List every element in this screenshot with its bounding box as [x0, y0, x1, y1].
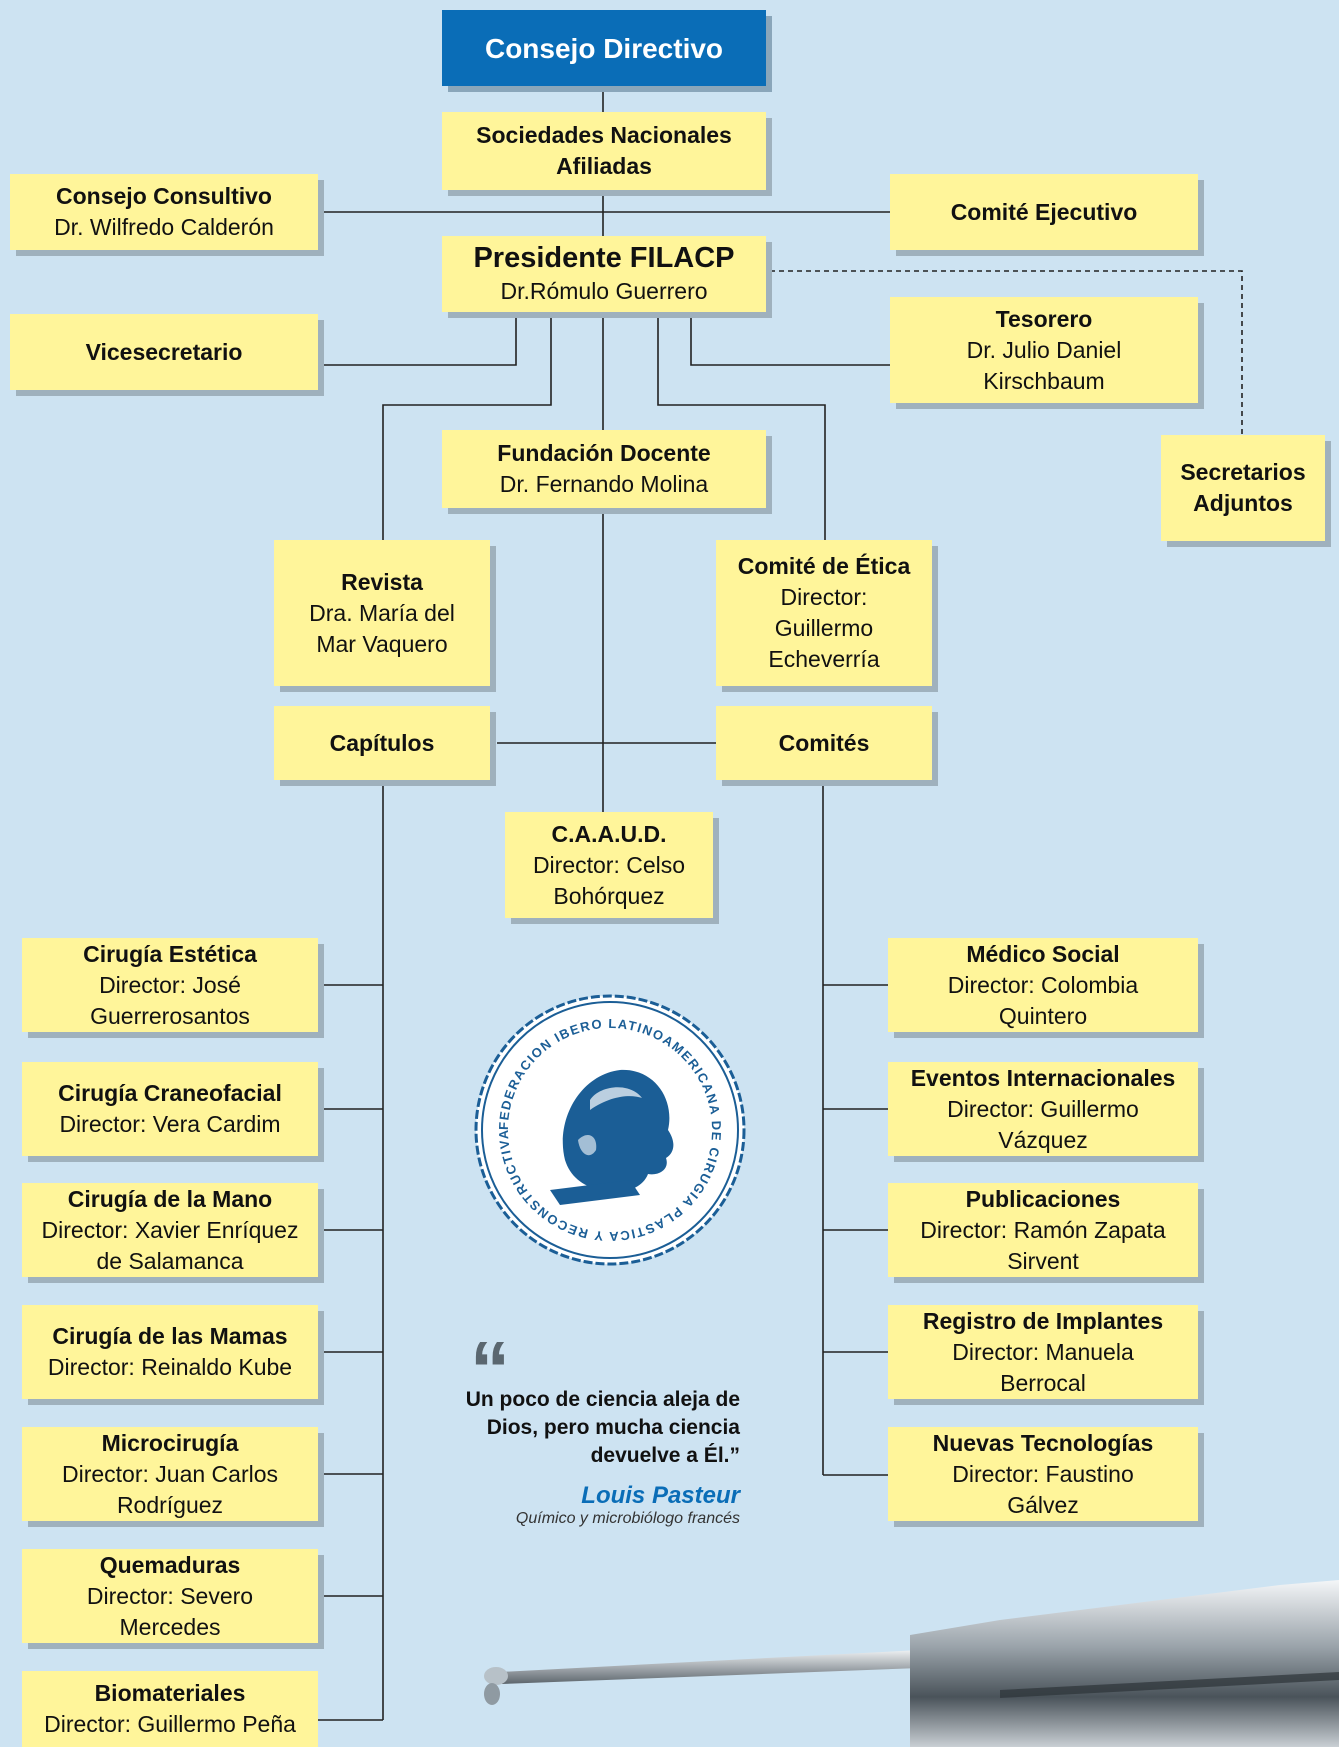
consejo-directivo-title: Consejo Directivo: [484, 32, 724, 64]
eventos-internacionales-name: Director: Guillermo Vázquez: [947, 1095, 1139, 1153]
consejo-directivo-box: Consejo Directivo: [442, 10, 766, 86]
comite-etica-name: Director: Guillermo Echeverría: [768, 584, 880, 672]
capitulos-title: Capítulos: [329, 729, 435, 756]
publicaciones-box: Publicaciones Director: Ramón Zapata Sir…: [888, 1183, 1198, 1277]
cirugia-craneofacial-box: Cirugía Craneofacial Director: Vera Card…: [22, 1062, 318, 1156]
medico-social-name: Director: Colombia Quintero: [947, 971, 1139, 1029]
quemaduras-box: Quemaduras Director: Severo Mercedes: [22, 1549, 318, 1643]
vicesecretario-box: Vicesecretario: [10, 314, 318, 390]
revista-title: Revista: [341, 568, 423, 595]
filacp-seal-logo: FEDERACION IBERO LATINOAMERICANA DE CIRU…: [470, 990, 746, 1266]
revista-box: Revista Dra. María del Mar Vaquero: [274, 540, 490, 686]
quote-author-description: Químico y microbiólogo francés: [515, 1510, 740, 1527]
vicesecretario-title: Vicesecretario: [85, 338, 243, 365]
biomateriales-name: Director: Guillermo Peña: [44, 1711, 296, 1737]
cirugia-mano-name: Director: Xavier Enríquez de Salamanca: [41, 1216, 299, 1274]
cirugia-craneofacial-title: Cirugía Craneofacial: [58, 1080, 282, 1106]
cirugia-mano-title: Cirugía de la Mano: [67, 1185, 273, 1212]
secretarios-adjuntos-box: Secretarios Adjuntos: [1161, 435, 1325, 541]
caaud-title: C.A.A.U.D.: [551, 820, 667, 847]
presidente-box: Presidente FILACP Dr.Rómulo Guerrero: [442, 236, 766, 312]
consejo-consultivo-name: Dr. Wilfredo Calderón: [54, 214, 274, 240]
caaud-box: C.A.A.U.D. Director: Celso Bohórquez: [505, 812, 713, 918]
revista-name: Dra. María del Mar Vaquero: [309, 599, 455, 657]
eventos-internacionales-title: Eventos Internacionales: [910, 1064, 1176, 1091]
sociedades-title: Sociedades Nacionales Afiliadas: [476, 122, 732, 179]
quote-author: Louis Pasteur: [581, 1482, 740, 1509]
biomateriales-box: Biomateriales Director: Guillermo Peña: [22, 1671, 318, 1747]
presidente-name: Dr.Rómulo Guerrero: [500, 278, 708, 304]
secretarios-adjuntos-title: Secretarios Adjuntos: [1180, 459, 1306, 516]
quote-mark-icon: “: [470, 1325, 510, 1414]
comite-etica-title: Comité de Ética: [737, 553, 911, 579]
tesorero-title: Tesorero: [995, 305, 1093, 332]
publicaciones-name: Director: Ramón Zapata Sirvent: [920, 1216, 1166, 1274]
cirugia-craneofacial-name: Director: Vera Cardim: [59, 1111, 281, 1137]
registro-implantes-name: Director: Manuela Berrocal: [952, 1338, 1134, 1396]
quemaduras-name: Director: Severo Mercedes: [86, 1582, 254, 1640]
registro-implantes-title: Registro de Implantes: [922, 1307, 1164, 1334]
biomateriales-title: Biomateriales: [94, 1680, 246, 1706]
cirugia-estetica-name: Director: José Guerrerosantos: [90, 971, 250, 1029]
microcirugia-box: Microcirugía Director: Juan Carlos Rodrí…: [22, 1427, 318, 1521]
microcirugia-title: Microcirugía: [101, 1429, 239, 1456]
presidente-title: Presidente FILACP: [473, 242, 735, 274]
comites-box: Comités: [716, 706, 932, 780]
registro-implantes-box: Registro de Implantes Director: Manuela …: [888, 1305, 1198, 1399]
cirugia-mamas-title: Cirugía de las Mamas: [52, 1323, 288, 1349]
cirugia-mano-box: Cirugía de la Mano Director: Xavier Enrí…: [22, 1183, 318, 1277]
eventos-internacionales-box: Eventos Internacionales Director: Guille…: [888, 1062, 1198, 1156]
comite-ejecutivo-box: Comité Ejecutivo: [890, 174, 1198, 250]
caaud-name: Director: Celso Bohórquez: [532, 851, 686, 909]
quote-text: Un poco de ciencia aleja de Dios, pero m…: [465, 1388, 740, 1467]
consejo-consultivo-box: Consejo Consultivo Dr. Wilfredo Calderón: [10, 174, 318, 250]
tesorero-name: Dr. Julio Daniel Kirschbaum: [966, 336, 1122, 394]
comites-title: Comités: [778, 729, 870, 756]
publicaciones-title: Publicaciones: [965, 1185, 1121, 1212]
microcirugia-name: Director: Juan Carlos Rodríguez: [61, 1460, 279, 1518]
tesorero-box: Tesorero Dr. Julio Daniel Kirschbaum: [890, 297, 1198, 403]
medico-social-title: Médico Social: [966, 940, 1120, 967]
comite-etica-box: Comité de Ética Director: Guillermo Eche…: [716, 540, 932, 686]
fundacion-docente-title: Fundación Docente: [497, 440, 711, 466]
nuevas-tecnologias-name: Director: Faustino Gálvez: [952, 1460, 1134, 1518]
quemaduras-title: Quemaduras: [99, 1551, 241, 1578]
cirugia-estetica-title: Cirugía Estética: [83, 940, 257, 967]
cirugia-estetica-box: Cirugía Estética Director: José Guerrero…: [22, 938, 318, 1032]
consejo-consultivo-title: Consejo Consultivo: [56, 183, 272, 209]
classical-head-icon: [550, 1069, 674, 1205]
nuevas-tecnologias-box: Nuevas Tecnologías Director: Faustino Gá…: [888, 1427, 1198, 1521]
cirugia-mamas-name: Director: Reinaldo Kube: [47, 1354, 293, 1380]
sociedades-box: Sociedades Nacionales Afiliadas: [442, 112, 766, 190]
medico-social-box: Médico Social Director: Colombia Quinter…: [888, 938, 1198, 1032]
fundacion-docente-box: Fundación Docente Dr. Fernando Molina: [442, 430, 766, 508]
syringe-icon: [484, 1580, 1339, 1747]
comite-ejecutivo-title: Comité Ejecutivo: [950, 198, 1138, 225]
cirugia-mamas-box: Cirugía de las Mamas Director: Reinaldo …: [22, 1305, 318, 1399]
capitulos-box: Capítulos: [274, 706, 490, 780]
fundacion-docente-name: Dr. Fernando Molina: [499, 471, 709, 497]
nuevas-tecnologias-title: Nuevas Tecnologías: [932, 1429, 1154, 1456]
pasteur-quote: “ Un poco de ciencia aleja de Dios, pero…: [440, 1330, 740, 1528]
